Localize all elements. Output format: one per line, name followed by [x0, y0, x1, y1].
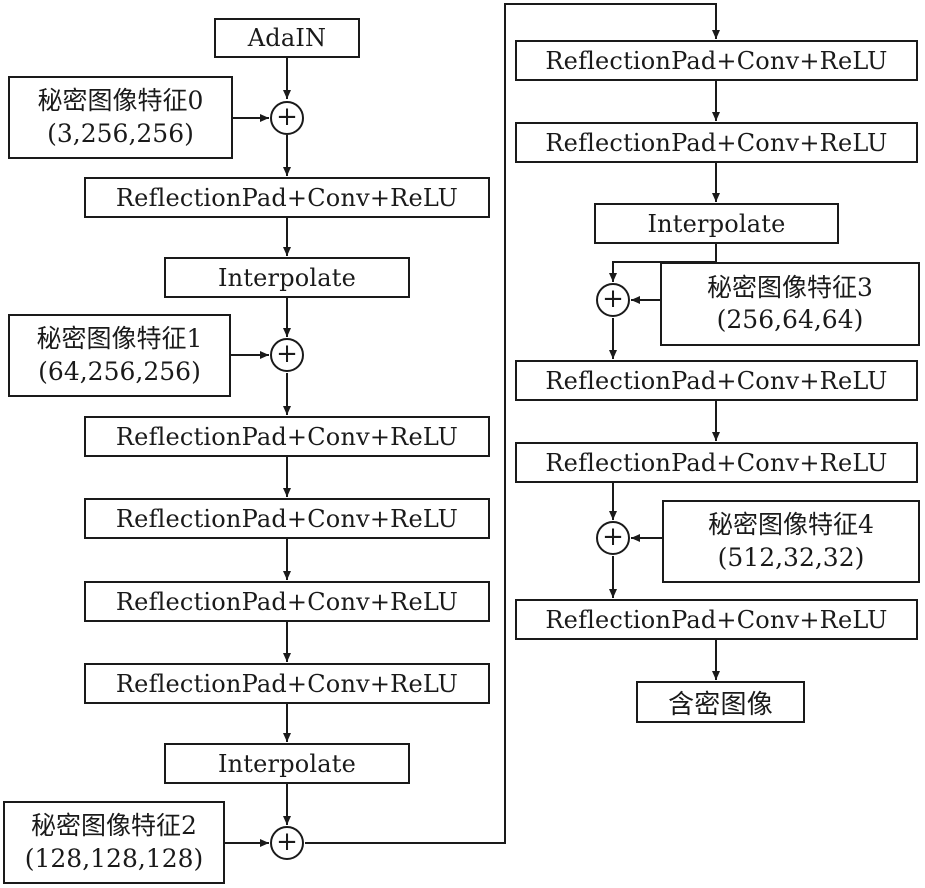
conv-block-8: ReflectionPad+Conv+ReLU — [515, 360, 918, 401]
output-stego-image-box: 含密图像 — [636, 681, 805, 723]
conv-block-3: ReflectionPad+Conv+ReLU — [84, 498, 490, 539]
secret-feature-3-shape: (256,64,64) — [716, 305, 864, 334]
secret-feature-0-shape: (3,256,256) — [47, 118, 194, 148]
secret-feature-2-label: 秘密图像特征2 — [31, 811, 197, 840]
add-node-1: + — [270, 338, 304, 372]
conv-block-5: ReflectionPad+Conv+ReLU — [84, 663, 490, 704]
interpolate-block-2: Interpolate — [164, 743, 410, 784]
secret-feature-2-box: 秘密图像特征2 (128,128,128) — [3, 801, 225, 884]
conv-block-4: ReflectionPad+Conv+ReLU — [84, 581, 490, 622]
add-node-3: + — [596, 283, 630, 317]
secret-feature-4-label: 秘密图像特征4 — [708, 510, 874, 539]
secret-feature-4-shape: (512,32,32) — [717, 542, 865, 572]
secret-feature-1-label: 秘密图像特征1 — [36, 324, 203, 353]
add-node-2: + — [270, 826, 304, 860]
conv-block-9: ReflectionPad+Conv+ReLU — [515, 442, 918, 483]
interpolate-block-3: Interpolate — [594, 203, 839, 244]
secret-feature-0-label: 秘密图像特征0 — [37, 86, 204, 115]
conv-block-10: ReflectionPad+Conv+ReLU — [515, 599, 918, 640]
add-node-4: + — [596, 521, 630, 555]
secret-feature-1-box: 秘密图像特征1 (64,256,256) — [8, 314, 231, 397]
conv-block-2: ReflectionPad+Conv+ReLU — [84, 416, 490, 457]
secret-feature-3-label: 秘密图像特征3 — [707, 272, 873, 302]
add-node-0: + — [270, 101, 304, 135]
secret-feature-2-shape: (128,128,128) — [24, 843, 204, 873]
secret-feature-4-box: 秘密图像特征4 (512,32,32) — [662, 500, 920, 583]
conv-block-1: ReflectionPad+Conv+ReLU — [84, 177, 490, 218]
conv-block-6: ReflectionPad+Conv+ReLU — [515, 40, 918, 81]
adain-box: AdaIN — [214, 18, 360, 58]
secret-feature-1-shape: (64,256,256) — [38, 356, 201, 386]
secret-feature-3-box: 秘密图像特征3 (256,64,64) — [660, 262, 920, 346]
conv-block-7: ReflectionPad+Conv+ReLU — [515, 122, 918, 163]
interpolate-block-1: Interpolate — [164, 257, 410, 298]
secret-feature-0-box: 秘密图像特征0 (3,256,256) — [8, 76, 233, 159]
